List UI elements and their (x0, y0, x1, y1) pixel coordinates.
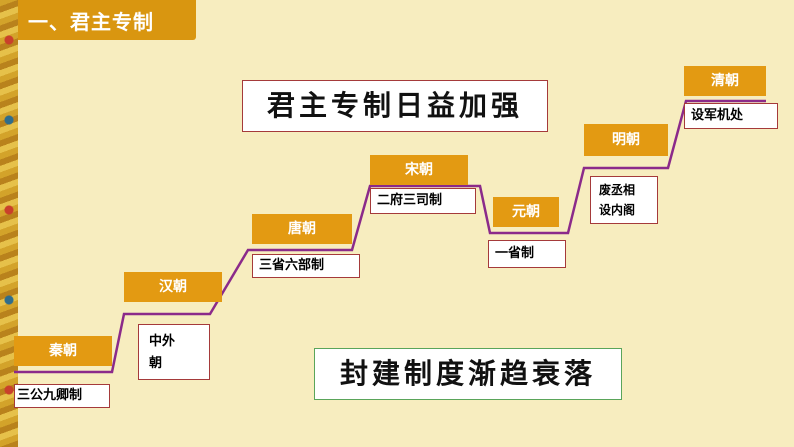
dynasty-label-qing: 清朝 (684, 66, 766, 96)
system-line: 朝 (149, 356, 163, 371)
system-box-yuan: 一省制 (488, 240, 566, 268)
headline-rise: 君主专制日益加强 (242, 80, 548, 132)
system-line: 中外 (149, 334, 176, 349)
system-box-qin: 三公九卿制 (14, 384, 110, 408)
system-box-ming: 废丞相 设内阁 (590, 176, 658, 224)
dynasty-label-ming: 明朝 (584, 124, 668, 156)
decorative-border (0, 0, 18, 447)
system-box-qing: 设军机处 (684, 103, 778, 129)
system-line: 废丞相 (599, 183, 636, 197)
system-line: 设内阁 (599, 203, 636, 217)
dynasty-label-yuan: 元朝 (493, 197, 559, 227)
section-title: 一、君主专制 (28, 10, 154, 34)
system-box-han: 中外 朝 (138, 324, 210, 380)
headline-decline: 封建制度渐趋衰落 (314, 348, 622, 400)
dynasty-label-qin: 秦朝 (14, 336, 112, 366)
dynasty-label-song: 宋朝 (370, 155, 468, 185)
dynasty-label-han: 汉朝 (124, 272, 222, 302)
system-box-tang: 三省六部制 (252, 254, 360, 278)
dynasty-label-tang: 唐朝 (252, 214, 352, 244)
system-box-song: 二府三司制 (370, 188, 476, 214)
section-header: 一、君主专制 (18, 0, 196, 40)
